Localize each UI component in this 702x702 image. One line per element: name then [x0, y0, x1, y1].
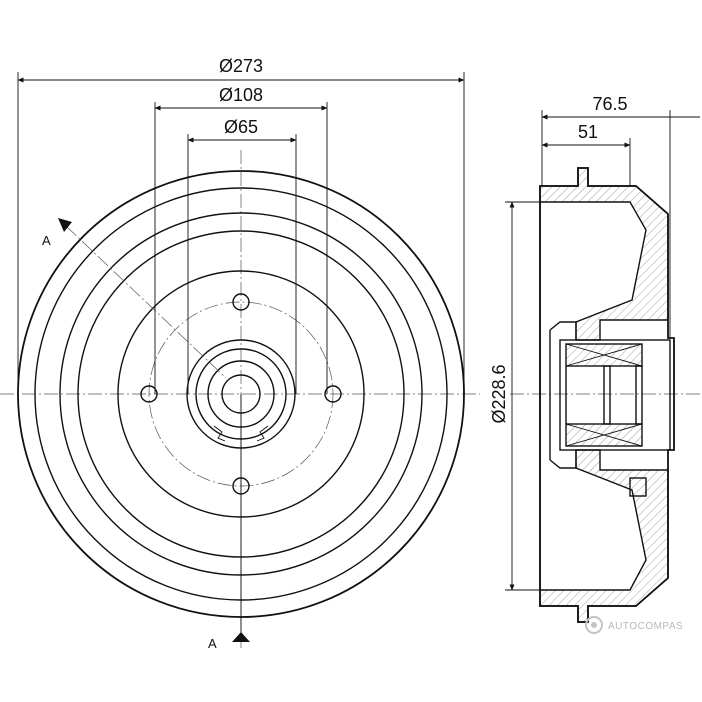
clip-right — [256, 425, 269, 442]
dim-label-273: Ø273 — [219, 56, 263, 76]
gear-logo-icon — [585, 616, 603, 634]
watermark: AUTOCOMPAS — [585, 616, 683, 634]
side-section-view: 76.5 51 Ø228.6 — [489, 94, 702, 623]
dim-label-765: 76.5 — [592, 94, 627, 114]
hub-block — [559, 339, 671, 451]
bolt-hole-right — [324, 385, 342, 403]
drum-wall-section-top — [539, 167, 669, 341]
bearing-spacer-right — [635, 365, 643, 425]
drum-wall-section-bottom — [539, 449, 669, 623]
front-view: A A Ø273 Ø108 Ø65 — [0, 56, 480, 651]
dim-label-108: Ø108 — [219, 85, 263, 105]
bearing-diag-2 — [565, 343, 643, 367]
seal-bottom — [549, 450, 577, 469]
bearing-spacer-left — [603, 365, 611, 425]
watermark-text: AUTOCOMPAS — [608, 621, 683, 632]
section-arrow-top — [58, 218, 72, 232]
section-arrow-bottom — [232, 632, 250, 642]
section-label-top: A — [42, 233, 51, 248]
section-line — [65, 225, 227, 379]
bolt-hole-left — [140, 385, 158, 403]
section-label-bottom: A — [208, 636, 217, 651]
dim-label-51: 51 — [578, 122, 598, 142]
seal-top — [549, 321, 577, 340]
bearing-diag-4 — [565, 423, 643, 447]
dim-label-2286: Ø228.6 — [489, 364, 509, 423]
clip-left — [213, 425, 226, 442]
wheel-stud — [629, 477, 647, 497]
bolt-hole-top — [232, 293, 250, 311]
dim-label-65: Ø65 — [224, 117, 258, 137]
